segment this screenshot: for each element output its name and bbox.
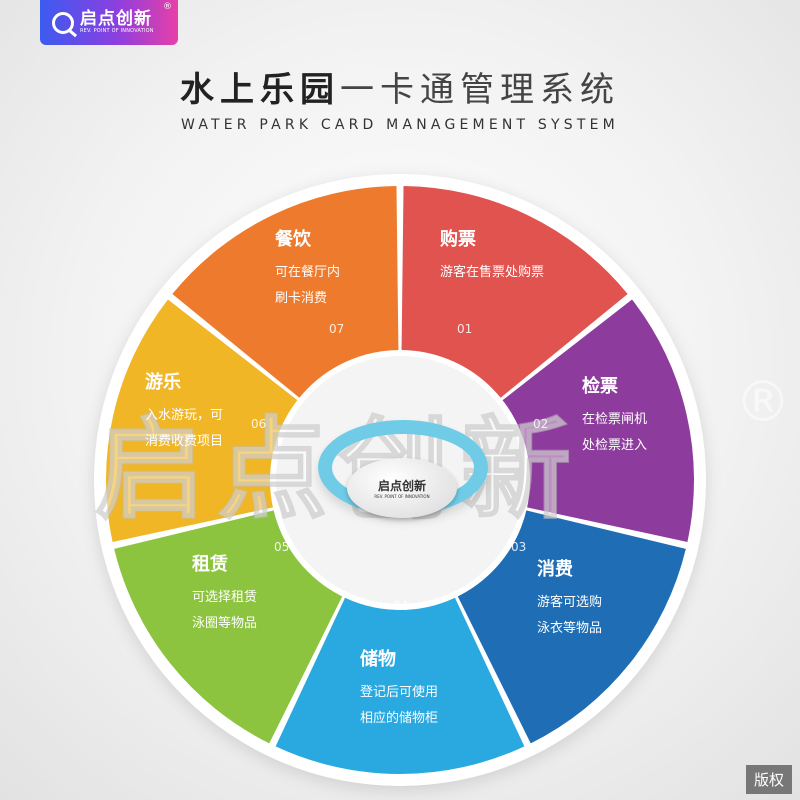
segment-title: 检票 <box>582 376 618 397</box>
segment-desc: 处检票进入 <box>582 438 648 453</box>
page-subtitle: WATER PARK CARD MANAGEMENT SYSTEM <box>181 117 619 133</box>
segment-number: 05 <box>274 540 290 554</box>
segment-desc: 在检票闸机 <box>582 412 648 427</box>
logo-registered: ® <box>163 2 172 12</box>
segment-desc: 可在餐厅内 <box>275 265 341 280</box>
segment-title: 消费 <box>537 559 573 580</box>
tag-brand: 启点创新 <box>377 479 426 493</box>
title-rest: 一卡通管理系统 <box>340 70 620 110</box>
segment-desc: 可选择租赁 <box>192 590 258 605</box>
segment-number: 06 <box>251 417 267 431</box>
logo-name: 启点创新 <box>80 9 152 29</box>
segment-04 <box>275 595 525 774</box>
segment-07 <box>172 186 399 400</box>
segment-desc: 消费收费项目 <box>145 434 224 449</box>
segment-number: 07 <box>329 322 345 336</box>
segment-01 <box>401 186 628 400</box>
segment-title: 餐饮 <box>275 229 311 250</box>
watermark-reg: ® <box>735 370 791 435</box>
segment-label-03: 消费游客可选购泳衣等物品 <box>537 555 602 642</box>
tag-tagline: REV. POINT OF INNOVATION <box>374 494 430 499</box>
segment-desc: 入水游玩，可 <box>145 408 224 423</box>
segment-desc: 刷卡消费 <box>275 291 328 306</box>
segment-number: 04 <box>393 599 409 613</box>
segment-label-02: 检票在检票闸机处检票进入 <box>582 372 647 459</box>
logo-q-icon <box>52 11 74 34</box>
copyright-badge: 版权 <box>745 765 792 794</box>
segment-label-07: 餐饮可在餐厅内刷卡消费 <box>275 225 340 312</box>
segment-number: 03 <box>511 540 527 554</box>
segment-desc: 登记后可使用 <box>360 685 439 700</box>
logo-tagline: REV. POINT OF INNOVATION <box>80 28 154 34</box>
segment-label-05: 租赁可选择租赁泳圈等物品 <box>192 550 257 637</box>
segment-02 <box>500 299 694 542</box>
page-title: 水上乐园一卡通管理系统 <box>0 62 800 111</box>
segment-desc: 泳衣等物品 <box>537 621 603 636</box>
segment-desc: 相应的储物柜 <box>360 711 439 726</box>
wristband-tag: 启点创新 REV. POINT OF INNOVATION <box>347 458 457 518</box>
segment-05 <box>114 509 344 744</box>
segment-number: 01 <box>457 322 473 336</box>
segment-06 <box>106 299 300 542</box>
segment-number: 02 <box>533 417 549 431</box>
segment-03 <box>456 509 686 744</box>
segment-desc: 泳圈等物品 <box>192 616 258 631</box>
brand-logo: 启点创新 REV. POINT OF INNOVATION ® <box>40 0 178 45</box>
segment-label-06: 游乐入水游玩，可消费收费项目 <box>145 368 223 455</box>
segment-title: 购票 <box>440 229 476 250</box>
title-bold: 水上乐园 <box>180 70 340 110</box>
segment-label-04: 储物登记后可使用相应的储物柜 <box>360 645 438 732</box>
segment-label-01: 购票游客在售票处购票 <box>440 225 544 286</box>
segment-title: 游乐 <box>145 372 181 393</box>
segment-desc: 游客在售票处购票 <box>440 265 545 280</box>
segment-desc: 游客可选购 <box>537 595 603 610</box>
segment-title: 储物 <box>360 649 396 670</box>
segment-title: 租赁 <box>192 554 228 575</box>
